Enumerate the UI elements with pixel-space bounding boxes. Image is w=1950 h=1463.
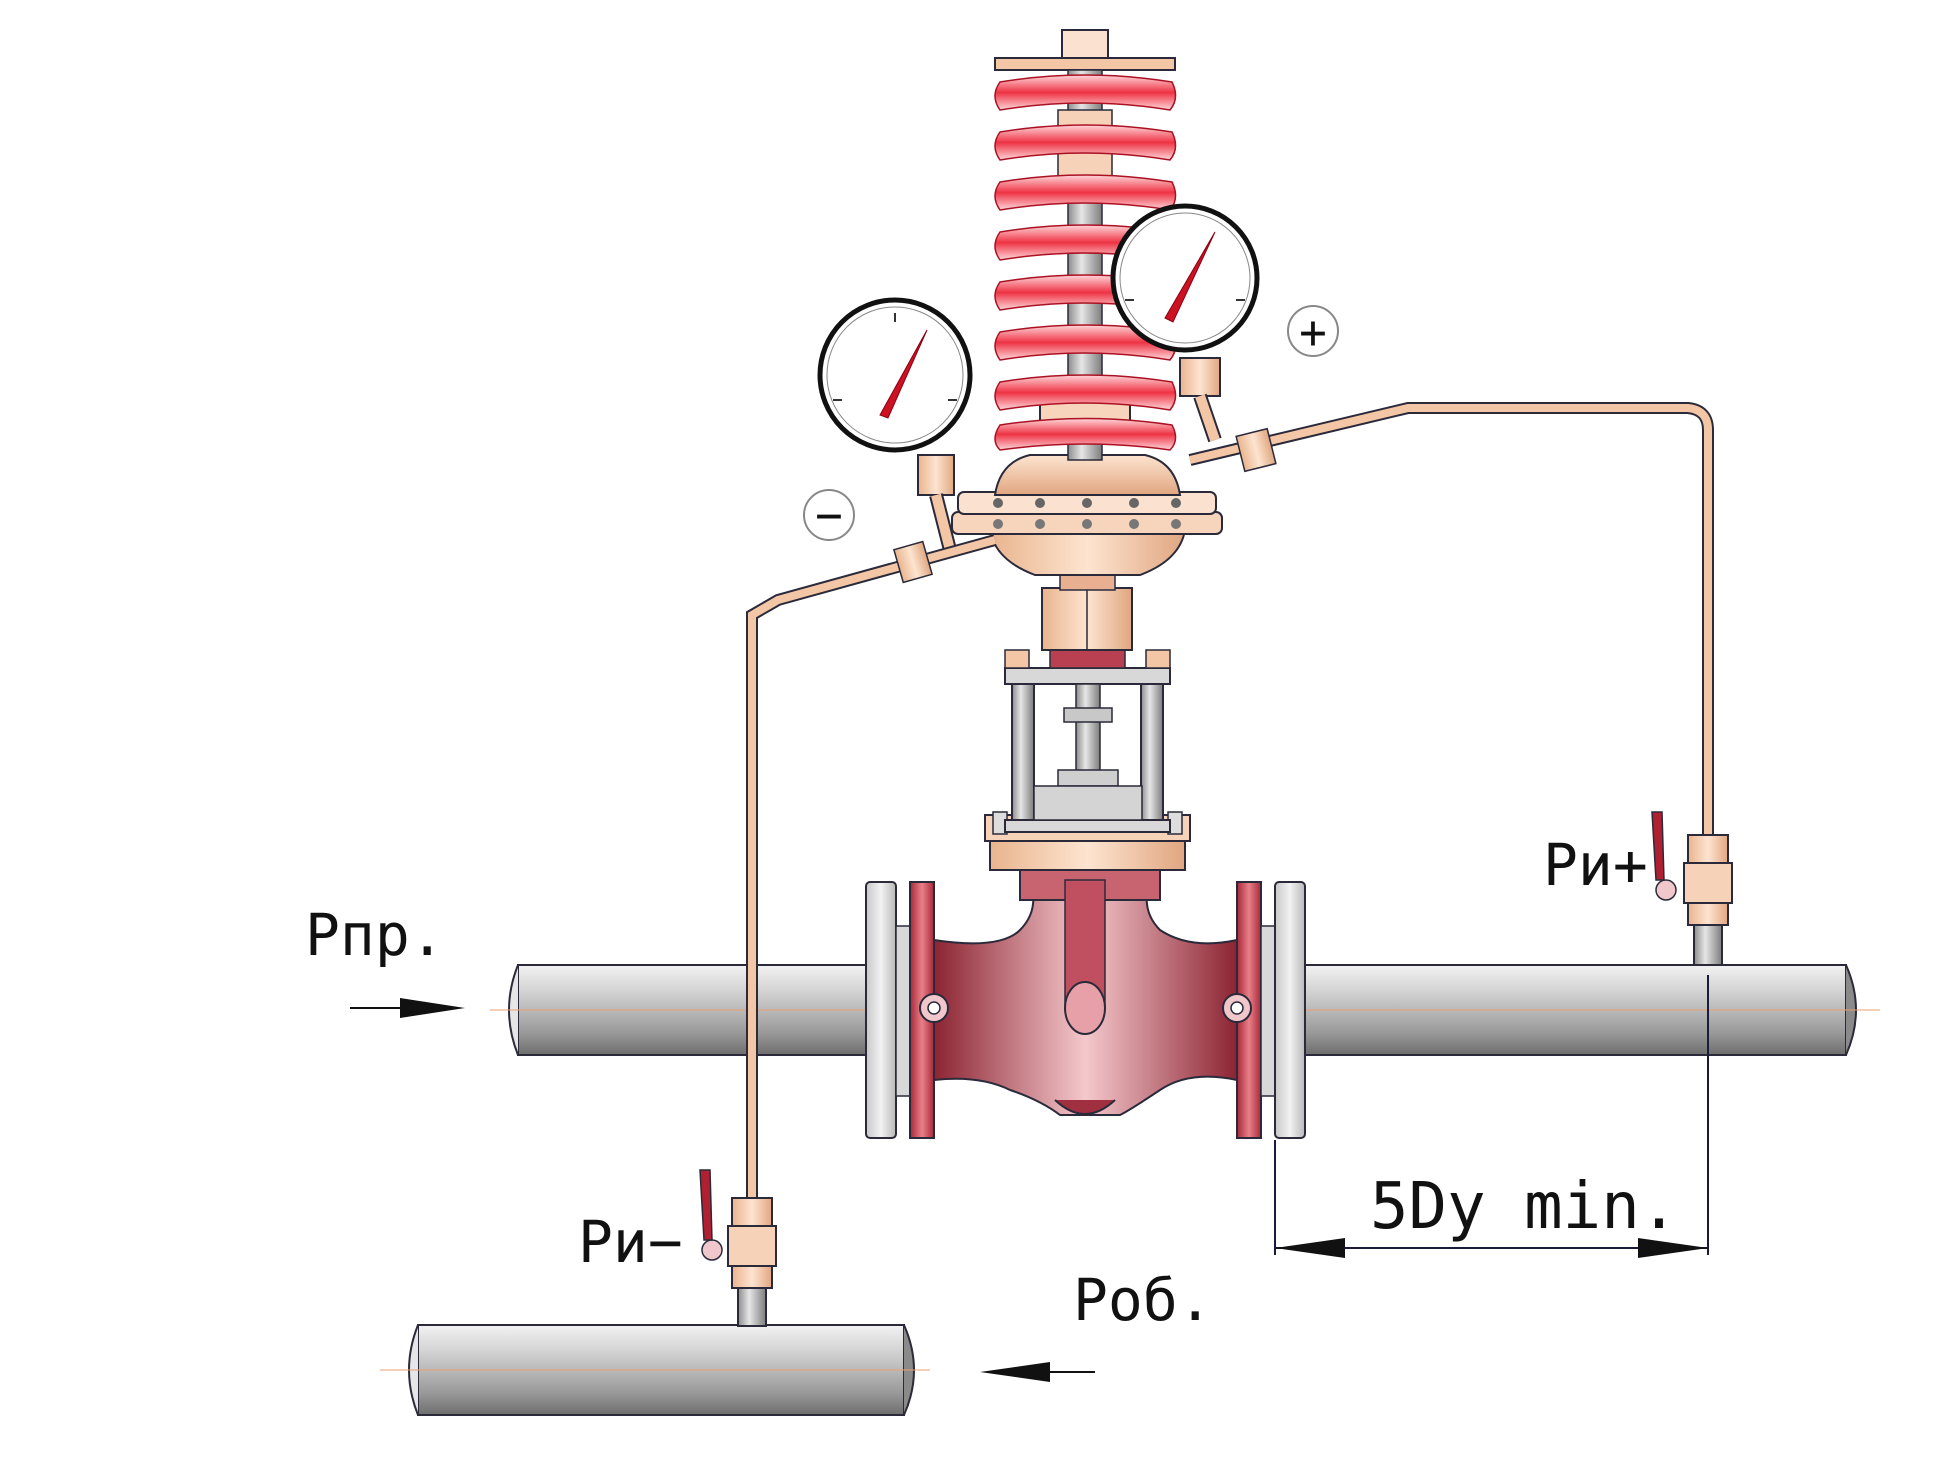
minus-chamber-symbol: − — [803, 488, 855, 542]
impulse-tube-plus — [1188, 402, 1714, 840]
ball-valve-plus — [1651, 811, 1733, 966]
dimension-arrow-right — [1638, 1238, 1708, 1258]
gauge-needle — [879, 329, 928, 419]
min-distance-label: 5Dy min. — [1370, 1170, 1678, 1244]
diaphragm-actuator — [951, 454, 1223, 576]
valve-yoke — [1004, 649, 1171, 833]
min-distance-dimension — [1274, 975, 1709, 1258]
minus-sign: − — [815, 488, 843, 542]
return-pressure-label: Роб. — [1073, 1266, 1213, 1334]
ball-valve-minus — [699, 1169, 777, 1327]
pressure-gauge-right — [1110, 203, 1260, 443]
plus-chamber-symbol: + — [1287, 305, 1339, 359]
supply-flow-arrow — [350, 998, 465, 1018]
valve-body — [919, 869, 1252, 1116]
dimension-arrow-left — [1275, 1238, 1345, 1258]
return-pipe — [380, 1324, 930, 1416]
actuator-neck — [1041, 571, 1133, 651]
supply-pressure-label: Рпр. — [305, 901, 445, 969]
impulse-tube-minus — [746, 534, 997, 1205]
impulse-plus-label: Ри+ — [1543, 831, 1648, 899]
plus-sign: + — [1299, 305, 1327, 359]
impulse-minus-label: Ри− — [578, 1208, 683, 1276]
return-flow-arrow — [980, 1362, 1095, 1382]
gauge-needle — [1164, 231, 1216, 323]
pressure-gauge-left — [817, 297, 973, 552]
